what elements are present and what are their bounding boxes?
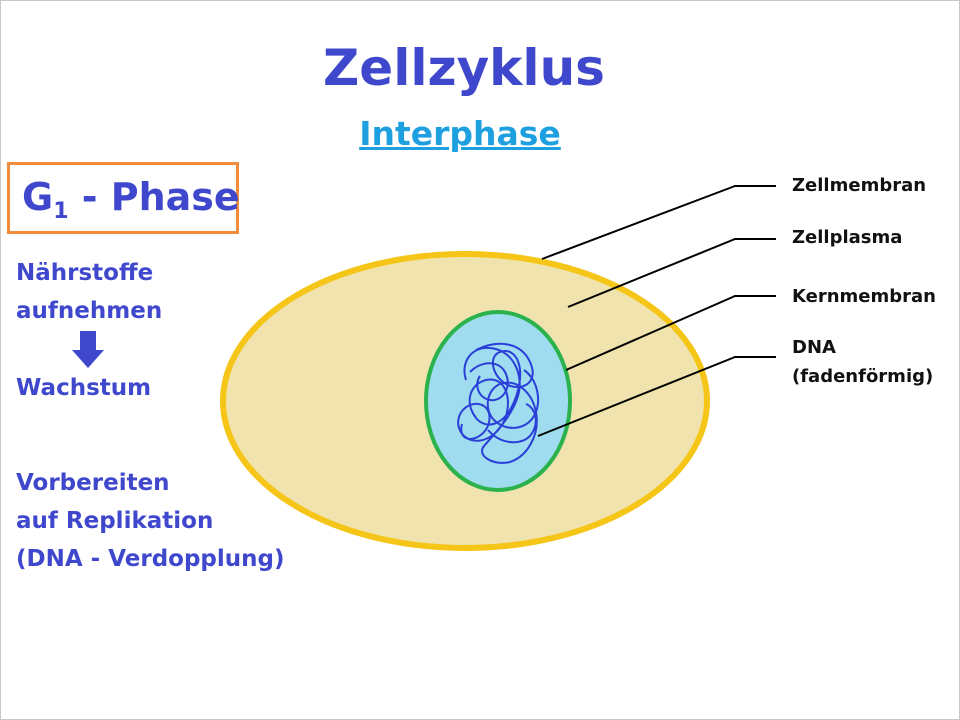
label-zellmembran: Zellmembran — [792, 175, 927, 196]
page-subtitle: Interphase — [359, 114, 561, 153]
label-dna-detail: (fadenförmig) — [792, 366, 934, 387]
text-line-4: Vorbereiten — [16, 470, 170, 496]
text-line-2: aufnehmen — [16, 298, 163, 324]
leader-line-membrane — [541, 185, 736, 260]
phase-letter: G — [22, 175, 54, 219]
leader-line-dna — [537, 356, 736, 437]
label-kernmembran: Kernmembran — [792, 286, 936, 307]
text-line-3: Wachstum — [16, 375, 152, 401]
phase-index: 1 — [53, 199, 69, 224]
text-line-6: (DNA - Verdopplung) — [16, 546, 285, 572]
leader-line-plasma — [567, 238, 736, 308]
phase-rest: - Phase — [68, 175, 240, 219]
nucleus — [424, 310, 572, 492]
arrow-down-icon — [72, 331, 104, 368]
phase-box: G1 - Phase — [7, 162, 240, 234]
dna-strand — [457, 342, 540, 464]
label-dna: DNA — [792, 337, 836, 358]
page-title: Zellzyklus — [323, 39, 605, 97]
text-line-5: auf Replikation — [16, 508, 214, 534]
leader-line-nuclear — [565, 295, 736, 371]
text-line-1: Nährstoffe — [16, 260, 154, 286]
label-zellplasma: Zellplasma — [792, 227, 903, 248]
phase-label: G1 - Phase — [22, 169, 240, 240]
